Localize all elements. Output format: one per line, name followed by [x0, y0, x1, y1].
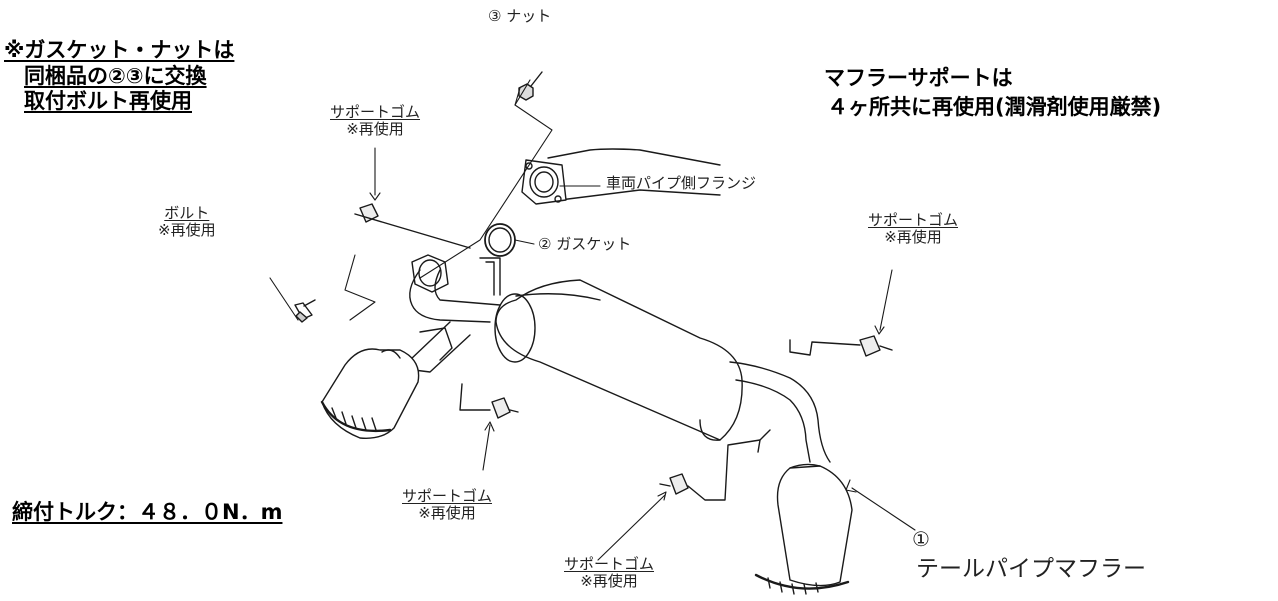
support-note-line: ４ヶ所共に再使用(潤滑剤使用厳禁) — [827, 94, 1162, 119]
support-rubber-label-1: サポートゴム ※再使用 — [330, 103, 421, 139]
nut-label: ③ ナット — [488, 7, 552, 25]
muffler-number-label: ① — [912, 527, 930, 551]
nut-part — [519, 72, 542, 100]
vehicle-pipe-flange — [522, 149, 720, 204]
gasket-nut-note: ※ガスケット・ナットは 同梱品の②③に交換 取付ボルト再使用 — [4, 38, 234, 115]
gasket-ring — [485, 224, 515, 256]
support-note: マフラーサポートは ４ヶ所共に再使用(潤滑剤使用厳禁) — [824, 64, 1161, 122]
support-rubber-label-2: サポートゴム ※再使用 — [868, 211, 959, 247]
support-rubber-right — [790, 336, 892, 356]
bolt-label: ボルト ※再使用 — [158, 204, 216, 240]
support-rubber-sub: ※再使用 — [884, 228, 942, 247]
leader-lines — [270, 80, 915, 560]
torque-note: 締付トルク：４８．０N．m — [12, 500, 283, 524]
left-tail-pipe — [322, 322, 470, 438]
muffler-inlet-pipe — [410, 255, 500, 322]
gasket-label: ② ガスケット — [538, 235, 632, 253]
support-rubber-label-4: サポートゴム ※再使用 — [564, 555, 655, 591]
support-rubber-upper-left — [355, 204, 470, 248]
support-rubber-title: サポートゴム — [330, 103, 421, 121]
muffler-body — [495, 280, 742, 440]
support-rubber-sub: ※再使用 — [580, 572, 638, 591]
support-rubber-label-3: サポートゴム ※再使用 — [402, 487, 493, 523]
muffler-name-label: テールパイプマフラー — [916, 556, 1146, 582]
support-rubber-sub: ※再使用 — [346, 120, 404, 139]
bolt-label-sub: ※再使用 — [158, 221, 216, 240]
bolt-label-title: ボルト — [164, 204, 210, 222]
support-rubber-title: サポートゴム — [564, 555, 655, 573]
right-tail-pipe — [730, 362, 852, 594]
support-rubber-title: サポートゴム — [402, 487, 493, 505]
flange-label: 車両パイプ側フランジ — [606, 174, 757, 192]
support-rubber-sub: ※再使用 — [418, 504, 476, 523]
support-rubber-center — [460, 384, 518, 418]
support-rubber-title: サポートゴム — [868, 211, 959, 229]
note-line: 取付ボルト再使用 — [24, 89, 192, 114]
support-note-line: マフラーサポートは — [824, 66, 1013, 90]
note-line: 同梱品の②③に交換 — [24, 63, 207, 88]
note-line: ※ガスケット・ナットは — [4, 38, 235, 62]
support-rubber-lower-right — [660, 440, 760, 500]
bolt-part — [295, 300, 315, 322]
